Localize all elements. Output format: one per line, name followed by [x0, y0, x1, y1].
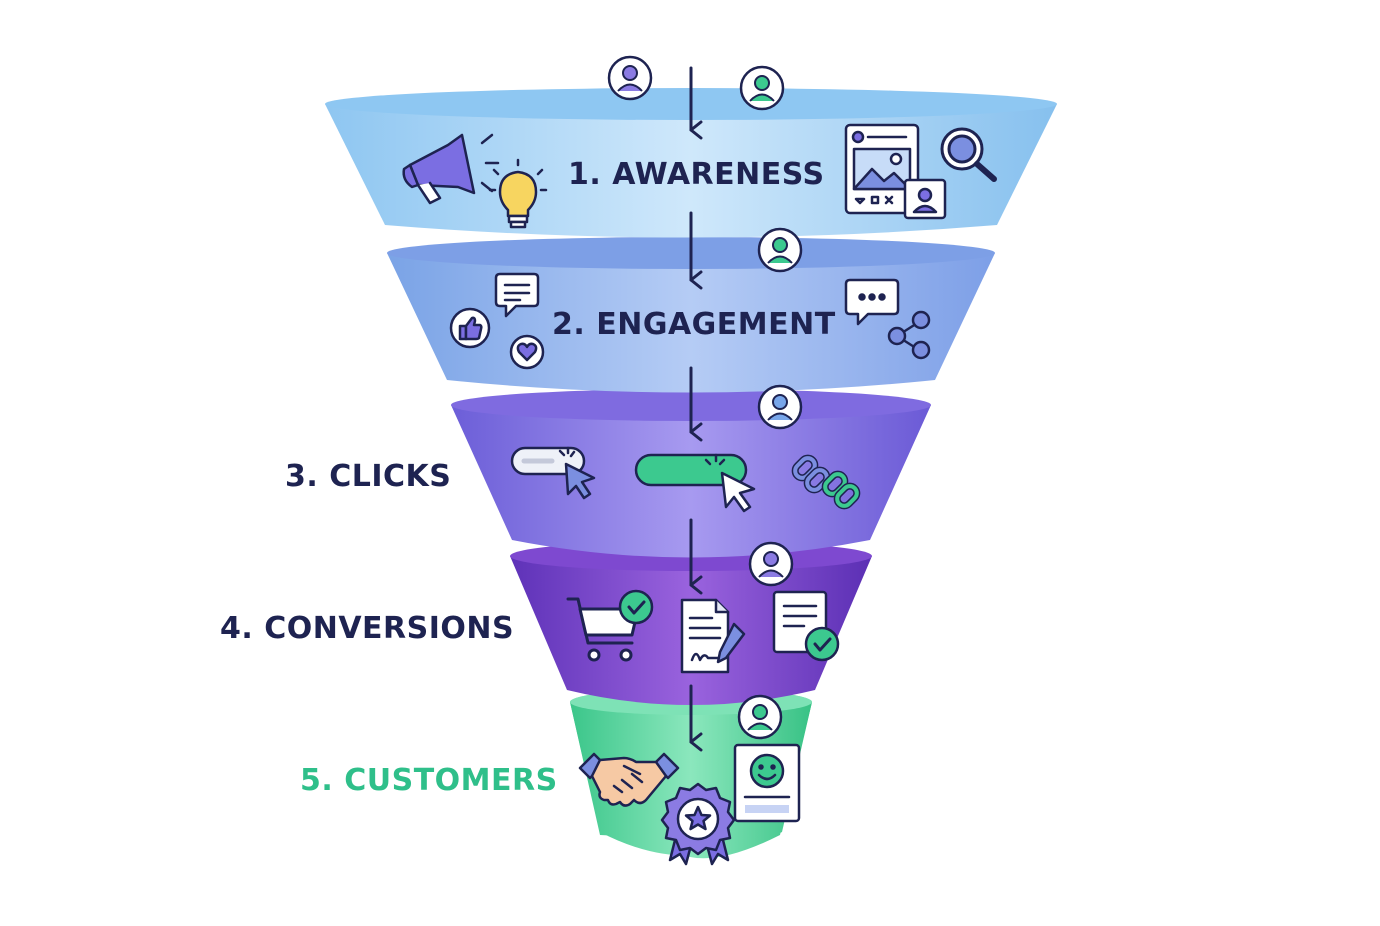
chat-bubble-icon — [494, 272, 540, 318]
lightbulb-icon — [488, 158, 548, 229]
profile-card-icon — [903, 178, 947, 220]
user-avatar-icon — [757, 384, 803, 430]
button-click-icon — [634, 453, 756, 513]
stage-label-customers: 5. CUSTOMERS — [300, 763, 558, 798]
megaphone-icon — [402, 133, 500, 205]
award-ribbon-icon — [660, 782, 736, 866]
smiley-review-card-icon — [733, 743, 801, 823]
user-avatar-icon — [739, 65, 785, 111]
stage-label-conversions: 4. CONVERSIONS — [220, 611, 514, 646]
link-chain-icon — [791, 454, 861, 510]
approved-document-icon — [772, 590, 840, 662]
user-avatar-icon — [607, 55, 653, 101]
stage-label-engagement: 2. ENGAGEMENT — [552, 307, 836, 342]
heart-icon — [509, 334, 545, 370]
signed-document-icon — [680, 598, 746, 674]
user-avatar-icon — [737, 694, 783, 740]
thumbs-up-icon — [449, 307, 491, 349]
magnifier-icon — [940, 127, 997, 182]
stage-label-awareness: 1. AWARENESS — [568, 157, 825, 192]
ellipsis-chat-icon — [844, 278, 900, 326]
social-post-icon — [844, 123, 920, 215]
button-click-icon — [510, 446, 596, 500]
stage-label-clicks: 3. CLICKS — [285, 459, 451, 494]
handshake-icon — [578, 752, 680, 807]
shopping-cart-check-icon — [566, 589, 654, 662]
user-avatar-icon — [757, 227, 803, 273]
share-icon — [887, 310, 931, 360]
user-avatar-icon — [748, 541, 794, 587]
